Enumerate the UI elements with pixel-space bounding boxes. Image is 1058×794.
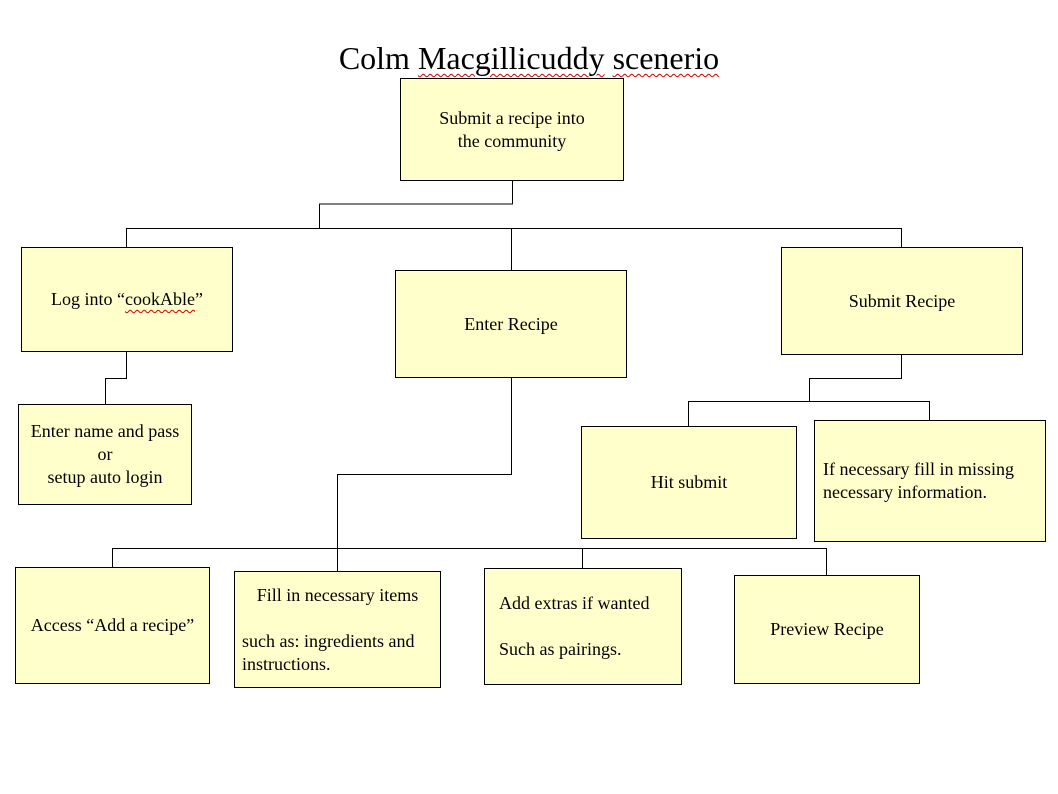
title-suffix: scenerio: [612, 40, 720, 76]
connector-level1-bar: [126, 228, 902, 247]
box-fill-items-line-1: such as: ingredients and: [242, 630, 415, 651]
login-text-before: Log into “: [51, 289, 125, 309]
box-login-text: Log into “cookAble”: [51, 288, 203, 311]
connector-submit-bar: [688, 401, 930, 426]
box-access-add-recipe: Access “Add a recipe”: [15, 567, 210, 684]
box-preview-label: Preview Recipe: [770, 619, 884, 639]
connector-root: [319, 180, 513, 228]
box-fill-missing-line-1: If necessary fill in missing: [823, 459, 1014, 479]
box-credentials-line-3: setup auto login: [47, 467, 163, 487]
box-submit-recipe-label: Submit Recipe: [848, 290, 956, 311]
box-hit-submit: Hit submit: [581, 426, 797, 539]
box-add-extras-heading: Add extras if wanted: [499, 593, 650, 613]
connector-login-credentials: [105, 351, 127, 404]
connector-enter-children: [337, 377, 512, 548]
title-name: Macgillicuddy: [417, 40, 605, 76]
connector-submit-children: [809, 354, 902, 401]
box-fill-items-line-2: instructions.: [242, 653, 331, 674]
login-app-name: cookAble: [125, 289, 195, 309]
box-root-line-1: Submit a recipe into: [439, 107, 585, 128]
connector-bottom-bar: [112, 548, 827, 575]
login-text-after: ”: [194, 289, 203, 309]
box-access-add-label: Access “Add a recipe”: [30, 615, 195, 635]
box-fill-missing-line-2: necessary information.: [823, 482, 987, 502]
box-fill-missing-information: If necessary fill in missing necessary i…: [814, 420, 1046, 542]
box-hit-submit-label: Hit submit: [650, 472, 728, 492]
diagram-title: Colm Macgillicuddy scenerio: [0, 38, 1058, 78]
box-credentials-line-1: Enter name and pass: [30, 421, 180, 441]
box-enter-credentials: Enter name and pass or setup auto login: [18, 404, 192, 505]
box-log-into-cookable: Log into “cookAble”: [21, 247, 233, 352]
title-prefix: Colm: [338, 40, 410, 76]
box-enter-recipe-label: Enter Recipe: [464, 313, 558, 334]
box-credentials-line-2: or: [97, 444, 113, 464]
box-enter-recipe: Enter Recipe: [395, 270, 627, 378]
box-submit-recipe-community: Submit a recipe into the community: [400, 78, 624, 181]
box-add-extras: Add extras if wanted Such as pairings.: [484, 568, 682, 685]
box-preview-recipe: Preview Recipe: [734, 575, 920, 684]
box-fill-items-heading: Fill in necessary items: [256, 584, 419, 605]
box-submit-recipe: Submit Recipe: [781, 247, 1023, 355]
box-fill-necessary-items: Fill in necessary items such as: ingredi…: [234, 571, 441, 688]
box-add-extras-line-1: Such as pairings.: [499, 639, 622, 659]
box-root-line-2: the community: [457, 130, 567, 151]
